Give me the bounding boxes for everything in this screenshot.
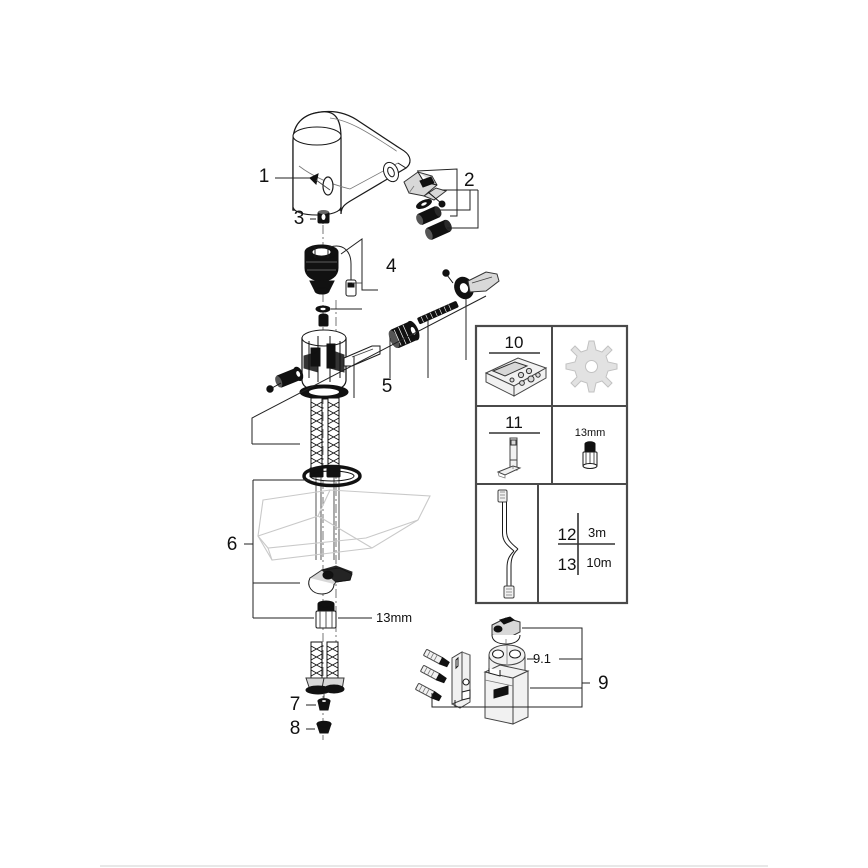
flexible-hose <box>497 489 519 599</box>
callout-5-leader <box>251 295 487 445</box>
callout-label-9: 9 <box>598 673 609 694</box>
washer <box>317 698 331 711</box>
parts-table: 10 11 13 <box>474 324 629 605</box>
gear-icon <box>565 340 618 393</box>
table-length-12: 3m <box>588 525 606 540</box>
table-number-11: 11 <box>505 413 523 432</box>
table-number-10: 10 <box>505 333 524 352</box>
callout-4-leader <box>331 238 378 310</box>
callout-label-4: 4 <box>386 256 397 277</box>
callout-9-leader <box>431 627 590 708</box>
adapter-size-label: 13mm <box>575 427 606 439</box>
callout-label-8: 8 <box>290 718 301 739</box>
lower-hose-section <box>305 641 345 702</box>
table-length-13: 10m <box>586 555 611 570</box>
callout-2-leader <box>416 168 479 229</box>
battery-group: 9.1 9 <box>415 616 609 725</box>
fixing-nut <box>316 720 332 734</box>
faucet-spout-body <box>292 110 411 224</box>
callout-label-7: 7 <box>290 694 301 715</box>
callout-label-6: 6 <box>227 534 238 555</box>
mounting-bracket-kit <box>383 161 452 240</box>
hose-size-label: 13mm <box>376 610 412 625</box>
large-o-ring <box>302 464 362 488</box>
service-key-tool <box>496 437 522 479</box>
callout-6-leader <box>244 479 314 619</box>
remote-control <box>484 357 548 397</box>
table-number-13: 13 <box>558 555 577 574</box>
battery-housing-assembly <box>483 664 530 725</box>
infrared-sensor-window <box>322 176 334 196</box>
callout-label-5: 5 <box>382 376 393 397</box>
flat-spanner-tool <box>343 345 381 367</box>
callout-1-leader <box>275 173 331 191</box>
base-escutcheon-plate <box>257 489 431 561</box>
solenoid-valve-cable <box>304 244 357 313</box>
callout-label-2: 2 <box>464 170 475 191</box>
battery-terminal-cap <box>491 616 521 645</box>
battery-mount-bracket <box>451 651 471 709</box>
callout-label-1: 1 <box>259 166 270 187</box>
table-number-12: 12 <box>558 525 577 544</box>
mounting-screws <box>415 649 450 702</box>
callout-label-3: 3 <box>294 208 305 229</box>
hose-adapter <box>582 441 598 469</box>
hose-adapter-13mm <box>315 600 337 629</box>
callout-label-9-1: 9.1 <box>533 651 551 666</box>
side-fitting-left <box>266 366 304 393</box>
o-ring-seal <box>317 210 330 224</box>
valve-lever <box>442 269 500 300</box>
stabilizer-plate <box>308 565 353 595</box>
